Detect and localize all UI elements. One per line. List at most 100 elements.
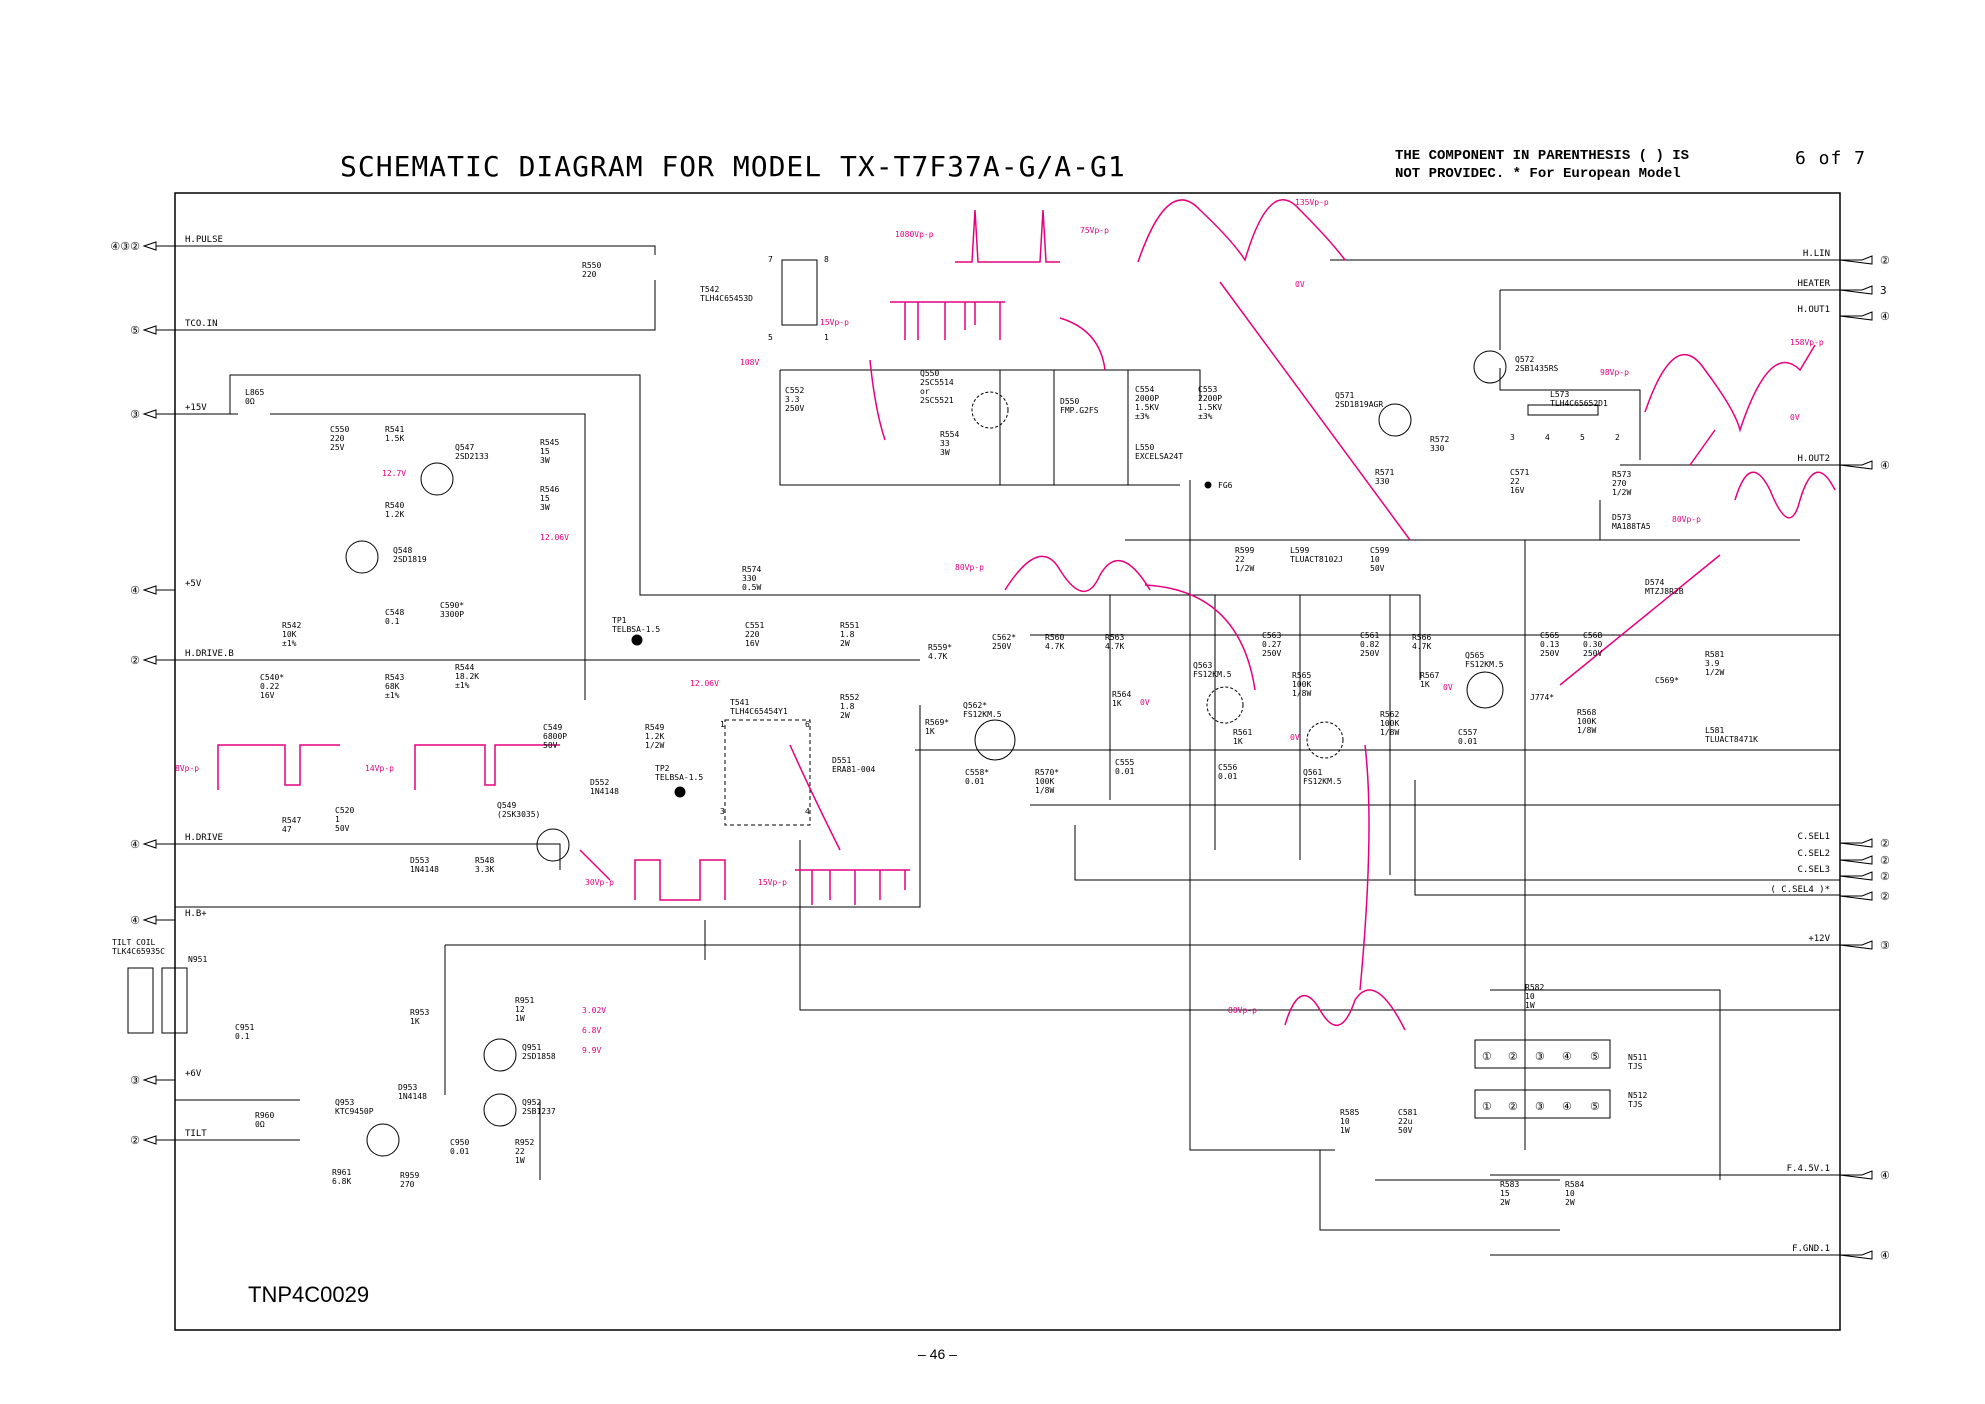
transformer-t542-icon: [781, 259, 818, 326]
right-signal-name: C.SEL2: [1797, 849, 1830, 859]
component-value-label: TLH4C65453D: [700, 294, 753, 303]
component-ref-label: N951: [188, 955, 207, 964]
component-value-label: ERA81-004: [832, 765, 876, 774]
component-ref-label: C555: [1115, 758, 1134, 767]
left-signal-name: H.DRIVE: [185, 833, 223, 843]
component-value-label: 1K: [1420, 680, 1430, 689]
component-value-label: 0.01: [1115, 767, 1134, 776]
component-value-label: 2SD1819AGR: [1335, 400, 1383, 409]
component-ref-label: R951: [515, 996, 534, 1005]
component-value-label: KTC9450P: [335, 1107, 374, 1116]
component-ref-label: R960: [255, 1111, 274, 1120]
component-value-label: 0.01: [1458, 737, 1477, 746]
right-connector-pin: ②: [1880, 870, 1890, 883]
component-value-label: 10K±1%: [282, 630, 297, 648]
component-ref-label: L573: [1550, 390, 1569, 399]
component-value-label: FS12KM.5: [1303, 777, 1342, 786]
t542-pin-label: 5: [768, 333, 773, 342]
voltage-label: 9.9V: [582, 1046, 601, 1055]
inductor-l573-icon: [1527, 404, 1599, 416]
component-ref-label: R547: [282, 816, 301, 825]
component-ref-label: C558*: [965, 768, 989, 777]
component-ref-label: T541: [730, 698, 749, 707]
component-value-label: 0Ω: [255, 1120, 265, 1129]
left-signal-name: TCO.IN: [185, 319, 218, 329]
component-value-label: TLH4C65652D1: [1550, 399, 1608, 408]
component-value-label: 330: [1375, 477, 1390, 486]
right-connector-arrow-icon: [1839, 871, 1873, 881]
right-connector-arrow-icon: [1839, 855, 1873, 865]
left-connector-pin: ④: [130, 838, 140, 851]
waveform-amplitude-label: 98Vp-p: [1600, 368, 1629, 377]
right-signal-name: C.SEL1: [1797, 832, 1830, 842]
n511-pin-label: ③: [1535, 1050, 1545, 1063]
mosfet-q565-icon: [1466, 671, 1504, 709]
waveform-amplitude-label: 75Vp-p: [1080, 226, 1109, 235]
component-ref-label: R544: [455, 663, 474, 672]
component-ref-label: R569*: [925, 718, 949, 727]
component-value-label: 270: [400, 1180, 415, 1189]
component-ref-label: R559*: [928, 643, 952, 652]
component-ref-label: C540*: [260, 673, 284, 682]
component-value-label: 1N4148: [590, 787, 619, 796]
component-value-label: MA188TA5: [1612, 522, 1651, 531]
n511-pin-label: ②: [1508, 1050, 1518, 1063]
component-ref-label: Q951: [522, 1043, 541, 1052]
component-ref-label: TP1: [612, 616, 627, 625]
right-connector-pin: ②: [1880, 837, 1890, 850]
n512-pin-label: ⑤: [1590, 1100, 1600, 1113]
component-value-label: 3.3K: [475, 865, 494, 874]
tilt-coil-icon: [127, 967, 154, 1034]
component-value-label: 4.7K: [1105, 642, 1124, 651]
l573-pin-label: 5: [1580, 433, 1585, 442]
n511-pin-label: ④: [1562, 1050, 1572, 1063]
component-value-label: 2SB1435RS: [1515, 364, 1559, 373]
component-ref-label: Q549: [497, 801, 516, 810]
component-ref-label: Q572: [1515, 355, 1534, 364]
component-ref-label: C561: [1360, 631, 1379, 640]
component-ref-label: C554: [1135, 385, 1154, 394]
component-value-label: 0.1: [385, 617, 400, 626]
right-connector-pin: ④: [1880, 459, 1890, 472]
t542-pin-label: 1: [824, 333, 829, 342]
component-ref-label: N511: [1628, 1053, 1647, 1062]
component-ref-label: D953: [398, 1083, 417, 1092]
component-value-label: FS12KM.5: [1193, 670, 1232, 679]
connector-n951-icon: [161, 967, 188, 1034]
component-ref-label: Q550: [920, 369, 939, 378]
waveform-amplitude-label: 15Vp-p: [758, 878, 787, 887]
component-value-label: 330: [1430, 444, 1445, 453]
component-value-label: 1.2K: [385, 510, 404, 519]
component-ref-label: C565: [1540, 631, 1559, 640]
component-value-label: FS12KM.5: [1465, 660, 1504, 669]
component-ref-label: R961: [332, 1168, 351, 1177]
component-ref-label: T542: [700, 285, 719, 294]
left-connector-pin: ④: [130, 584, 140, 597]
left-connector-pin: ⑤: [130, 324, 140, 337]
component-value-label: TLUACT8102J: [1290, 555, 1343, 564]
component-value-label: 4.7K: [1412, 642, 1431, 651]
component-value-label: 0.01: [965, 777, 984, 786]
waveform-amplitude-label: 14Vp-p: [365, 764, 394, 773]
component-ref-label: R543: [385, 673, 404, 682]
component-ref-label: R959: [400, 1171, 419, 1180]
transistor-q571-icon: [1378, 403, 1412, 437]
voltage-label: 0V: [1140, 698, 1150, 707]
component-value-label: FMP.G2FS: [1060, 406, 1099, 415]
component-ref-label: Q562*: [963, 701, 987, 710]
component-ref-label: R583: [1500, 1180, 1519, 1189]
component-ref-label: C549: [543, 723, 562, 732]
